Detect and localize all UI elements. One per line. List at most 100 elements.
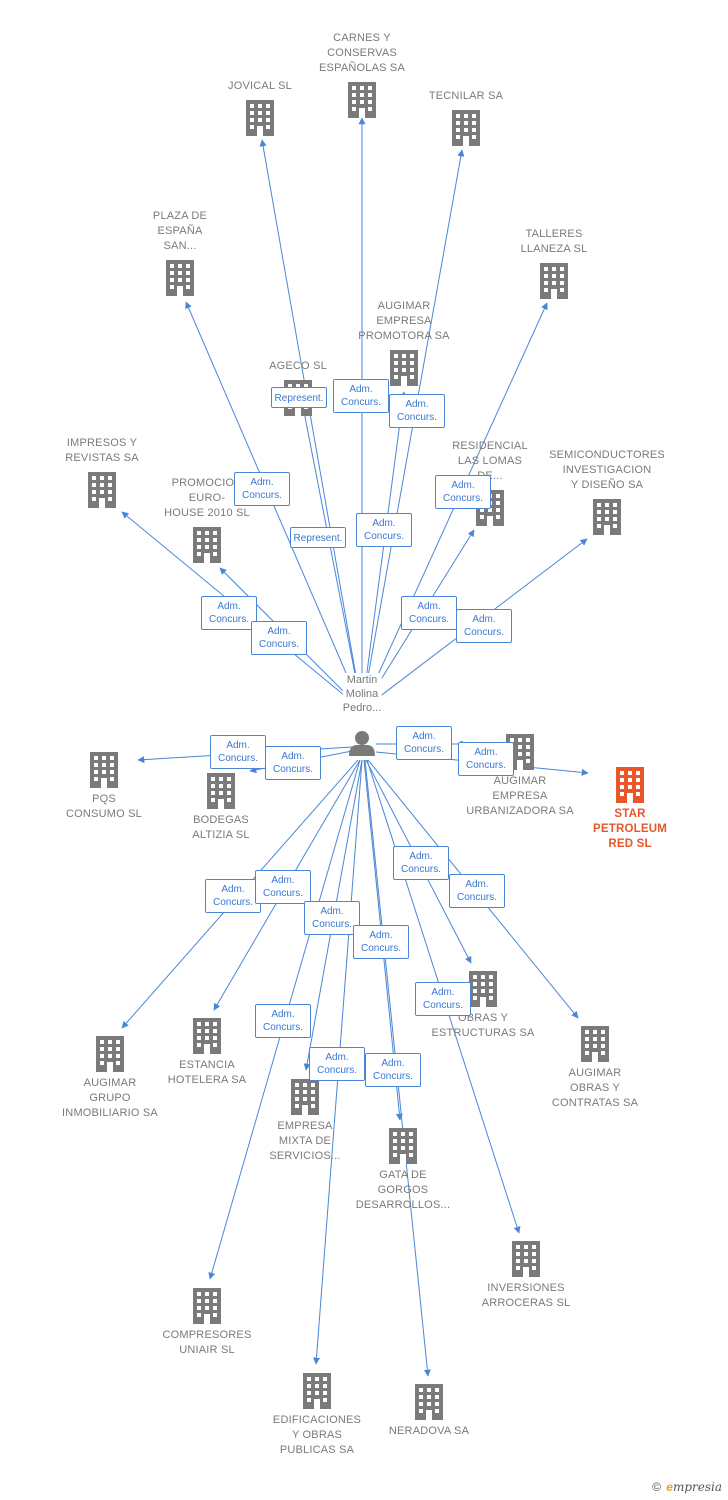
brand-name: mpresia <box>672 1480 722 1494</box>
company-label-line: URBANIZADORA SA <box>466 805 574 817</box>
relation-label-line: Concurs. <box>212 897 253 908</box>
company-label-neradova[interactable]: NERADOVA SA <box>389 1424 469 1439</box>
company-label-line: CONSUMO SL <box>66 808 142 820</box>
focus-company-label-line: PETROLEUM <box>593 823 667 835</box>
company-label-line: INVESTIGACION <box>562 464 652 476</box>
relation-label-jovical-rep[interactable]: Represent. <box>290 527 346 548</box>
relation-label-line: Adm. <box>412 731 436 742</box>
relation-label-tecnilar[interactable]: Adm.Concurs. <box>389 394 445 428</box>
relation-label-compresores[interactable]: Adm.Concurs. <box>255 1004 311 1038</box>
relation-label-inversiones[interactable]: Adm.Concurs. <box>415 982 471 1016</box>
relation-label-plaza[interactable]: Adm.Concurs. <box>234 472 290 506</box>
relation-label-line: Adm. <box>320 906 344 917</box>
company-label-line: EURO- <box>188 492 226 504</box>
person-name-line: Pedro... <box>342 702 382 714</box>
relation-label-augimar-obras[interactable]: Adm.Concurs. <box>449 874 505 908</box>
company-label-line: LAS LOMAS <box>457 455 523 467</box>
relation-label-grupo[interactable]: Adm.Concurs. <box>205 879 261 913</box>
company-label-ageco[interactable]: AGECO SL <box>269 359 327 374</box>
person-icon[interactable] <box>349 731 375 756</box>
company-label-line: BODEGAS <box>193 814 249 826</box>
focus-company-label-line: RED SL <box>608 838 652 850</box>
focus-company-label-line: STAR <box>614 808 646 820</box>
company-label-line: SEMICONDUCTORES <box>549 449 665 461</box>
company-label-line: DESARROLLOS... <box>355 1199 451 1211</box>
company-label-line: PQS <box>92 793 116 805</box>
relation-label-line: Adm. <box>349 384 373 395</box>
person-node-label[interactable]: Martin Molina Pedro... <box>342 673 382 715</box>
relation-label-obras-estructuras[interactable]: Adm.Concurs. <box>393 846 449 880</box>
relation-label-impresos[interactable]: Adm.Concurs. <box>201 596 257 630</box>
company-label-talleres[interactable]: TALLERES LLANEZA SL <box>521 227 588 257</box>
relation-label-pqs[interactable]: Adm.Concurs. <box>210 735 266 769</box>
company-label-line: HOTELERA SA <box>167 1074 247 1086</box>
company-label-line: GRUPO <box>89 1092 131 1104</box>
relation-label-line: Concurs. <box>262 1022 303 1033</box>
relation-label-line: Adm. <box>281 751 305 762</box>
relation-edge <box>185 301 363 711</box>
company-label-line: SAN... <box>163 240 197 252</box>
relation-label-promotora[interactable]: Adm.Concurs. <box>356 513 412 547</box>
company-label-semiconductores[interactable]: SEMICONDUCTORES INVESTIGACION Y DISEÑO SA <box>549 448 665 493</box>
company-label-promocion[interactable]: PROMOCION EURO- HOUSE 2010 SL <box>164 476 250 521</box>
relation-label-ageco-rep[interactable]: Represent. <box>271 387 327 408</box>
relation-label-line: Represent. <box>274 393 324 404</box>
company-label-line: PUBLICAS SA <box>279 1444 355 1456</box>
relation-label-line: Adm. <box>451 480 475 491</box>
relation-label-line: Concurs. <box>363 531 404 542</box>
company-label-line: TALLERES <box>525 228 583 240</box>
relation-label-line: Concurs. <box>241 490 282 501</box>
relation-label-empresa-mixta[interactable]: Adm.Concurs. <box>304 901 360 935</box>
relation-label-talleres[interactable]: Adm.Concurs. <box>435 475 491 509</box>
relation-label-semiconductores[interactable]: Adm.Concurs. <box>456 609 512 643</box>
relation-label-line: Adm. <box>474 747 498 758</box>
company-label-line: JOVICAL SL <box>228 80 292 92</box>
relation-label-edificaciones[interactable]: Adm.Concurs. <box>309 1047 365 1081</box>
company-label-line: HOUSE 2010 SL <box>164 507 250 519</box>
relation-label-line: Adm. <box>226 740 250 751</box>
relation-label-line: Concurs. <box>272 764 313 775</box>
relation-label-line: Adm. <box>325 1052 349 1063</box>
company-label-line: PROMOCION <box>171 477 243 489</box>
relation-label-line: Concurs. <box>258 639 299 650</box>
company-label-tecnilar[interactable]: TECNILAR SA <box>429 89 503 104</box>
company-label-line: ESTRUCTURAS SA <box>431 1027 535 1039</box>
company-label-pqs[interactable]: PQS CONSUMO SL <box>66 792 142 822</box>
company-label-line: TECNILAR SA <box>428 90 504 102</box>
relation-label-residencial[interactable]: Adm.Concurs. <box>401 596 457 630</box>
relation-label-carnes[interactable]: Adm.Concurs. <box>333 379 389 413</box>
relation-label-star[interactable]: Adm.Concurs. <box>458 742 514 776</box>
focus-company-label[interactable]: STAR PETROLEUM RED SL <box>593 807 667 852</box>
company-label-line: GATA DE <box>379 1169 427 1181</box>
footer-brand[interactable]: © empresia <box>652 1480 722 1494</box>
company-label-line: CONSERVAS <box>327 47 397 59</box>
company-label-line: Y DISEÑO SA <box>570 479 644 491</box>
relation-label-urbanizadora[interactable]: Adm.Concurs. <box>396 726 452 760</box>
company-label-jovical[interactable]: JOVICAL SL <box>228 79 292 94</box>
relation-label-promocion[interactable]: Adm.Concurs. <box>251 621 307 655</box>
relation-label-gata[interactable]: Adm.Concurs. <box>353 925 409 959</box>
relation-label-line: Concurs. <box>408 614 449 625</box>
relation-label-estancia[interactable]: Adm.Concurs. <box>255 870 311 904</box>
relation-label-bodegas[interactable]: Adm. Concurs. <box>265 746 321 780</box>
relation-label-neradova[interactable]: Adm.Concurs. <box>365 1053 421 1087</box>
company-label-line: LLANEZA SL <box>520 243 588 255</box>
company-label-line: EMPRESA <box>492 790 548 802</box>
relation-label-line: Adm. <box>465 879 489 890</box>
